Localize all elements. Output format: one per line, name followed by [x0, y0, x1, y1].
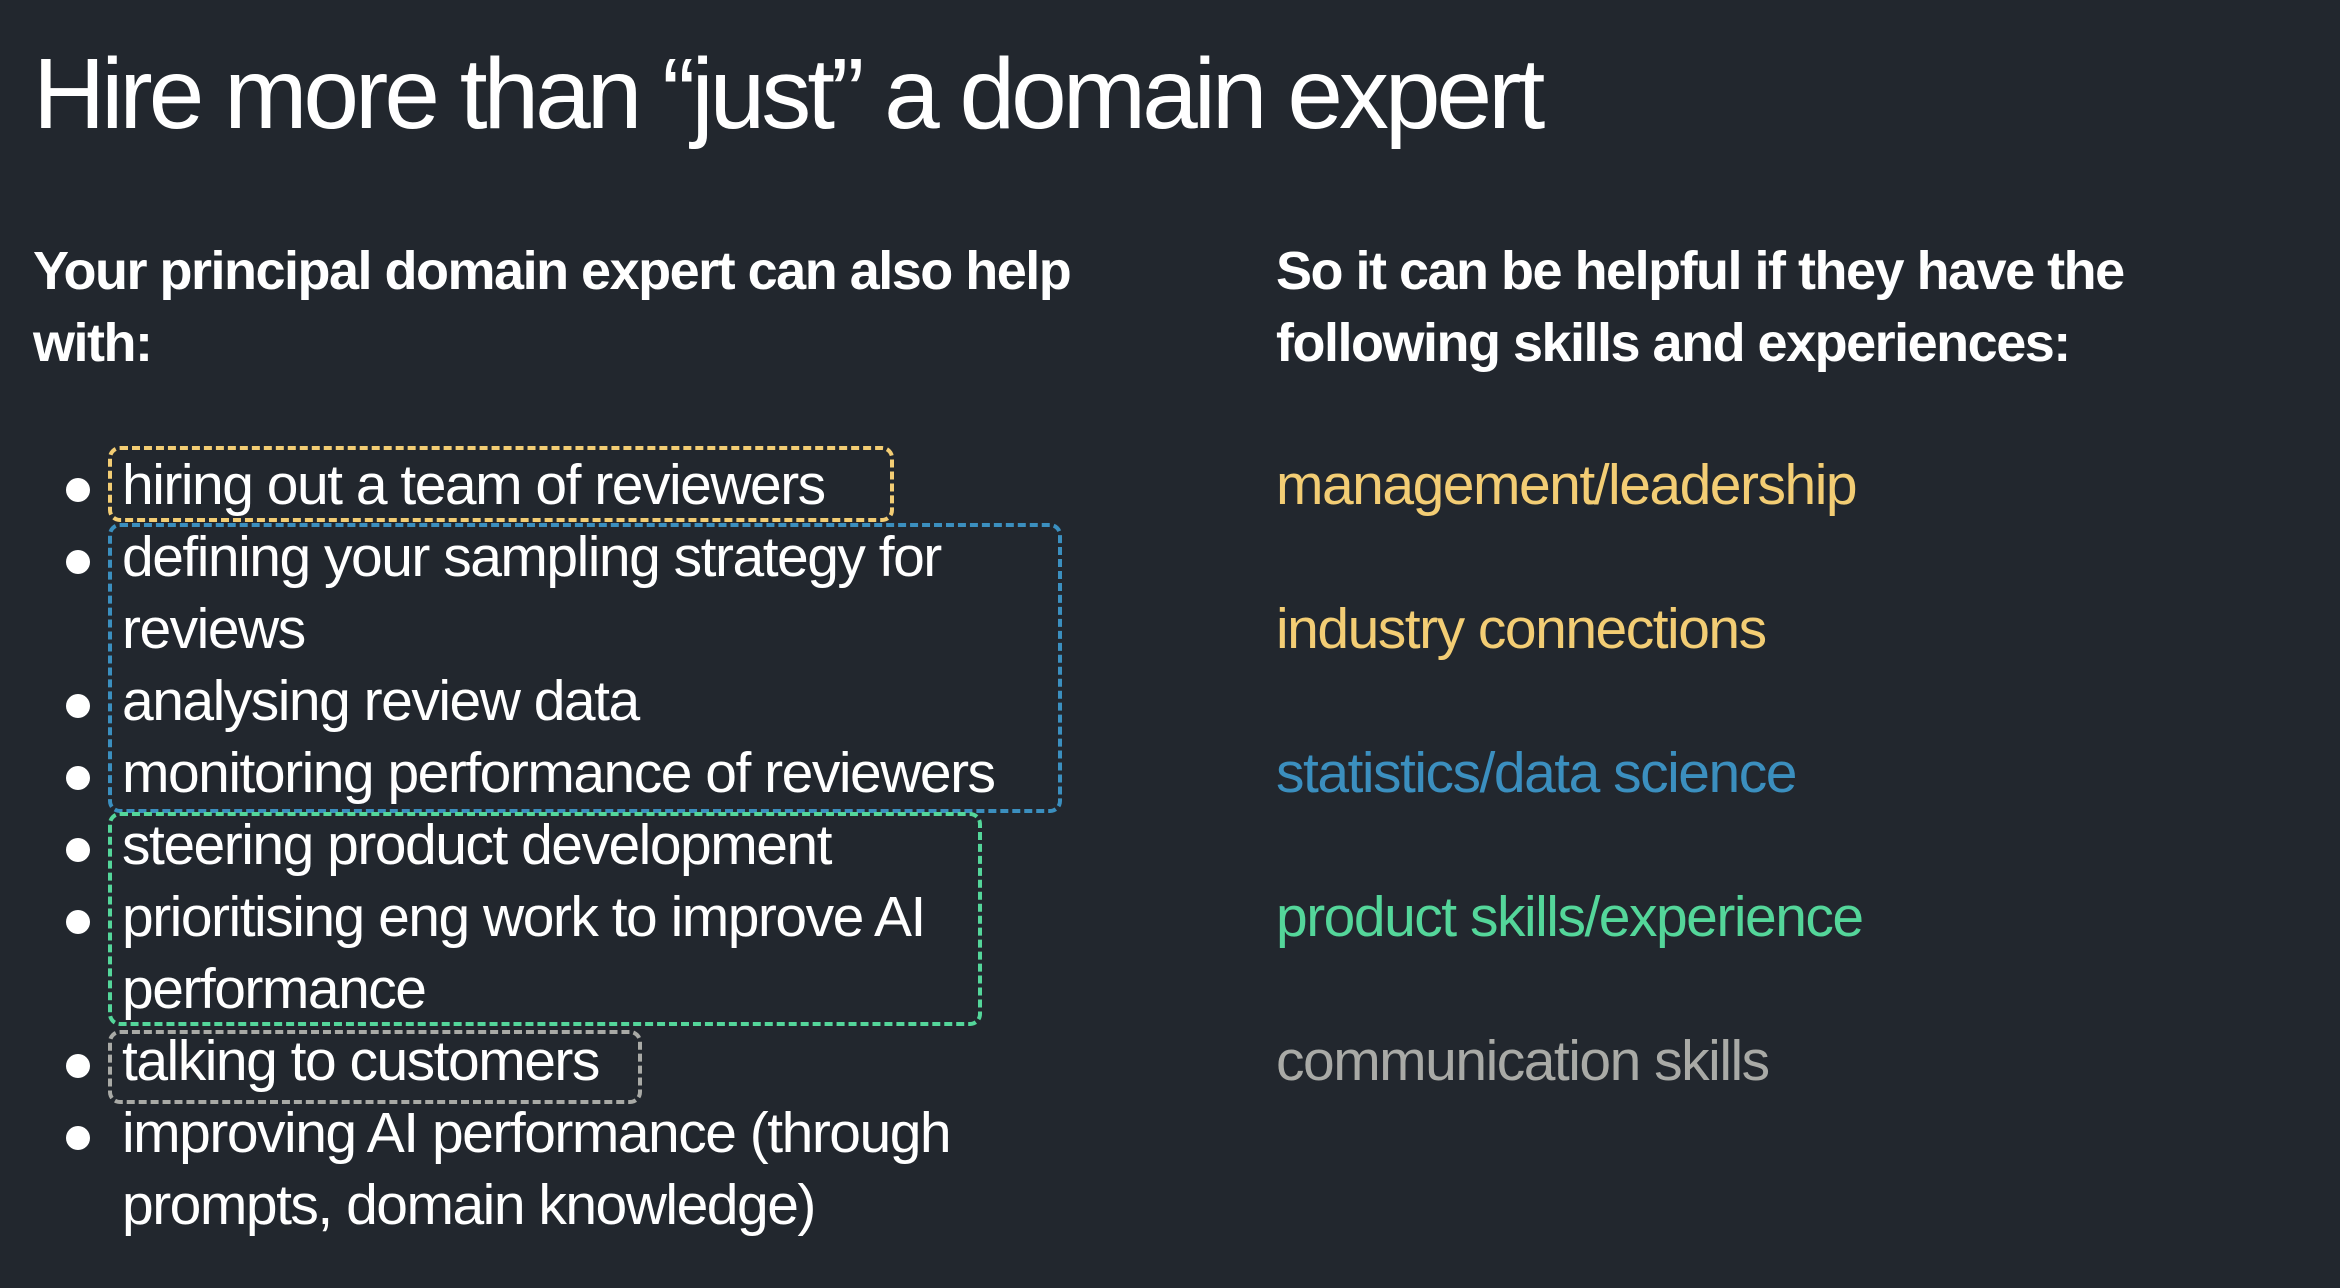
list-item-text-line-1: prioritising eng work to improve AI	[122, 885, 926, 949]
list-item-text: talking to customers	[122, 1029, 600, 1093]
list-item-text-line-1: defining your sampling strategy for	[122, 525, 942, 589]
management-group-box	[108, 446, 894, 522]
bullet-dot-icon	[66, 838, 90, 862]
bullet-dot-icon	[66, 550, 90, 574]
list-item: talking to customers	[66, 1025, 1122, 1097]
product-group-box	[108, 812, 982, 1026]
list-item-text: hiring out a team of reviewers	[122, 453, 826, 517]
right-column-heading: So it can be helpful if they have the fo…	[1276, 241, 2125, 373]
list-item: steering product development	[66, 809, 1122, 881]
bullet-dot-icon	[66, 766, 90, 790]
slide-title: Hire more than “just” a domain expert	[33, 38, 1545, 150]
skill-industry-connections: industry connections	[1276, 597, 1767, 661]
list-item: defining your sampling strategy for revi…	[66, 521, 1122, 665]
list-item-text-line-2: reviews	[122, 597, 306, 661]
list-item-text-line-2: performance	[122, 957, 427, 1021]
skill-management-leadership: management/leadership	[1276, 453, 1858, 517]
statistics-group-box	[108, 523, 1062, 813]
left-column-heading: Your principal domain expert can also he…	[33, 241, 1072, 373]
skill-product-experience: product skills/experience	[1276, 885, 1864, 949]
list-item: prioritising eng work to improve AI perf…	[66, 881, 1122, 1025]
bullet-dot-icon	[66, 694, 90, 718]
skill-communication: communication skills	[1276, 1029, 1770, 1093]
list-item: monitoring performance of reviewers	[66, 737, 1122, 809]
bullet-dot-icon	[66, 910, 90, 934]
bullet-dot-icon	[66, 1126, 90, 1150]
list-item: improving AI performance (through prompt…	[66, 1097, 1122, 1241]
list-item: analysing review data	[66, 665, 1122, 737]
communication-group-box	[108, 1030, 642, 1104]
list-item-text: analysing review data	[122, 669, 640, 733]
bullet-dot-icon	[66, 1054, 90, 1078]
skill-statistics-data-science: statistics/data science	[1276, 741, 1797, 805]
list-item-text-line-2: prompts, domain knowledge)	[122, 1173, 816, 1237]
list-item-text: monitoring performance of reviewers	[122, 741, 996, 805]
list-item-text: steering product development	[122, 813, 832, 877]
bullet-dot-icon	[66, 478, 90, 502]
list-item: hiring out a team of reviewers	[66, 449, 1122, 521]
list-item-text-line-1: improving AI performance (through	[122, 1101, 952, 1165]
